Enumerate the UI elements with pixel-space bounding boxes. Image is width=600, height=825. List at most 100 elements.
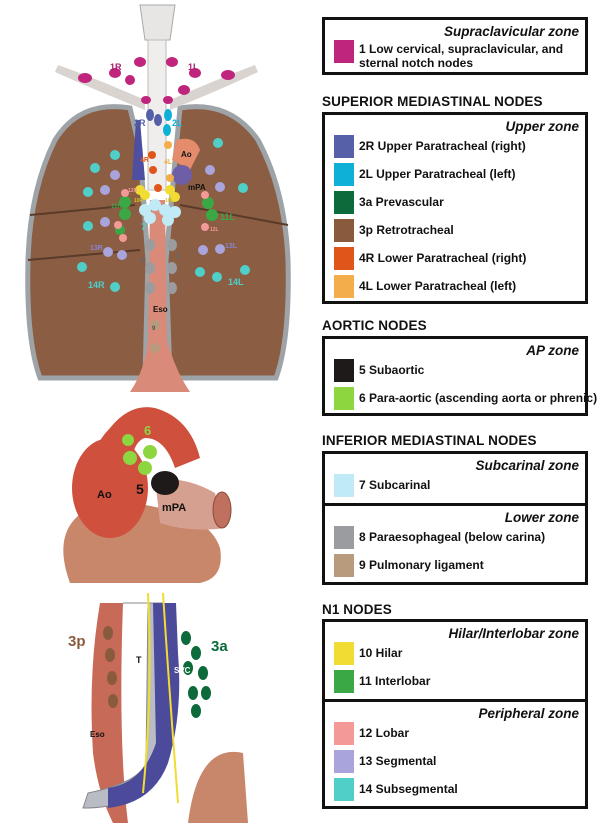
legend-item: 5 Subaortic [334, 359, 579, 387]
legend-item-label: 11 Interlobar [359, 674, 431, 688]
color-swatch [334, 670, 354, 693]
n1-nodes-heading: N1 NODES [322, 602, 392, 617]
label-1L: 1L [188, 62, 199, 72]
legend-item-label: 1 Low cervical, supraclavicular, and ste… [359, 42, 564, 70]
left-lung [163, 104, 291, 381]
legend-supraclavicular-box: Supraclavicular zone 1 Low cervical, sup… [322, 17, 588, 75]
legend-item-label: 12 Lobar [359, 726, 410, 740]
color-swatch [334, 778, 354, 801]
color-swatch [334, 642, 354, 665]
color-swatch [334, 359, 354, 382]
legend-item: 9 Pulmonary ligament [334, 554, 579, 582]
lung-node-map-illustration: 1R 1L 2R 2L 4R 4L Ao mPA 7 8 8 Eso 9 10R… [0, 0, 310, 392]
color-swatch [334, 474, 354, 497]
legend-item: 13 Segmental [334, 750, 579, 778]
aortic-nodes-heading: AORTIC NODES [322, 318, 427, 333]
legend-item-label: 3a Prevascular [359, 195, 444, 209]
label-7: 7 [141, 222, 146, 232]
label-1R: 1R [110, 62, 122, 72]
legend-item-label: 14 Subsegmental [359, 782, 458, 796]
label-12R: 12R [128, 188, 138, 194]
label-13L: 13L [225, 243, 238, 250]
legend-item-label: 6 Para-aortic (ascending aorta or phreni… [359, 391, 598, 405]
legend-item: 3a Prevascular [334, 191, 579, 219]
zone-title: Supraclavicular zone [443, 24, 579, 39]
zone-title: Subcarinal zone [475, 458, 579, 473]
label-12L: 12L [210, 227, 219, 233]
legend-item: 8 Paraesophageal (below carina) [334, 526, 579, 554]
color-swatch [334, 387, 354, 410]
inferior-mediastinal-heading: INFERIOR MEDIASTINAL NODES [322, 433, 537, 448]
zone-title: Hilar/Interlobar zone [448, 626, 579, 641]
label-14R: 14R [88, 280, 105, 290]
legend-item-label: 3p Retrotracheal [359, 223, 454, 237]
zone-title: AP zone [526, 343, 579, 358]
legend-item-label: 10 Hilar [359, 646, 403, 660]
label-9: 9 [152, 326, 156, 332]
superior-mediastinal-heading: SUPERIOR MEDIASTINAL NODES [322, 94, 543, 109]
label-11L: 11L [220, 212, 236, 222]
clavicles [55, 65, 258, 110]
legend-superior-box: Upper zone 2R Upper Paratracheal (right)… [322, 112, 588, 304]
label-eso: Eso [90, 730, 105, 739]
color-swatch [334, 247, 354, 270]
label-6: 6 [144, 423, 151, 438]
legend-item: 4L Lower Paratracheal (left) [334, 275, 579, 303]
legend-item: 6 Para-aortic (ascending aorta or phreni… [334, 387, 597, 415]
legend-item: 12 Lobar [334, 722, 579, 750]
legend-n1-box: Hilar/Interlobar zone 10 Hilar 11 Interlo… [322, 619, 588, 809]
legend-item: 3p Retrotracheal [334, 219, 579, 247]
label-eso: Eso [153, 305, 168, 314]
legend-item-label: 7 Subcarinal [359, 478, 431, 492]
nodes-1 [78, 57, 235, 104]
label-14L: 14L [228, 277, 244, 287]
legend-item-label: 4L Lower Paratracheal (left) [359, 279, 517, 293]
label-8-left: 8 [176, 253, 180, 260]
color-swatch [334, 554, 354, 577]
svc [108, 603, 180, 808]
label-ao: Ao [181, 150, 192, 159]
color-swatch [334, 135, 354, 158]
label-mpa: mPA [188, 183, 206, 192]
legend-item-label: 13 Segmental [359, 754, 437, 768]
color-swatch [334, 40, 354, 63]
color-swatch [334, 163, 354, 186]
legend-inferior-box: Subcarinal zone 7 Subcarinal Lower zone … [322, 451, 588, 585]
label-4L: 4L [164, 159, 173, 166]
legend-item-label: 2L Upper Paratracheal (left) [359, 167, 516, 181]
legend-item-label: 5 Subaortic [359, 363, 425, 377]
legend-item: 14 Subsegmental [334, 778, 579, 806]
legend-item: 7 Subcarinal [334, 474, 579, 502]
label-3a: 3a [211, 638, 228, 655]
color-swatch [334, 722, 354, 745]
label-13R: 13R [90, 245, 103, 252]
label-4R: 4R [140, 157, 149, 164]
legend-item-label: 8 Paraesophageal (below carina) [359, 530, 546, 544]
label-ao: Ao [97, 489, 112, 501]
nodes-7 [139, 199, 181, 226]
legend-item: 4R Lower Paratracheal (right) [334, 247, 579, 275]
larynx [139, 4, 176, 41]
label-10L: 10L [165, 198, 174, 204]
label-10R: 10R [134, 198, 144, 204]
label-2R: 2R [134, 118, 146, 128]
esophagus [91, 603, 128, 823]
color-swatch [334, 750, 354, 773]
color-swatch [334, 526, 354, 549]
label-8-right: 8 [141, 257, 145, 264]
label-2L: 2L [172, 118, 183, 128]
aortic-nodes-illustration: 6 5 Ao mPA [63, 407, 232, 583]
legend-item: 10 Hilar [334, 642, 579, 670]
esophagus [130, 200, 190, 392]
label-mpa: mPA [162, 502, 186, 514]
label-11R: 11R [111, 204, 122, 210]
label-svc: SVC [174, 666, 191, 675]
legend-item: 2R Upper Paratracheal (right) [334, 135, 579, 163]
legend-aortic-box: AP zone 5 Subaortic 6 Para-aortic (ascend… [322, 336, 597, 416]
zone-title: Upper zone [505, 119, 579, 134]
zone-title: Lower zone [504, 510, 579, 525]
legend-item: 2L Upper Paratracheal (left) [334, 163, 579, 191]
legend-item-label: 4R Lower Paratracheal (right) [359, 251, 527, 265]
label-5: 5 [136, 481, 144, 497]
legend-item-label: 9 Pulmonary ligament [359, 558, 484, 572]
